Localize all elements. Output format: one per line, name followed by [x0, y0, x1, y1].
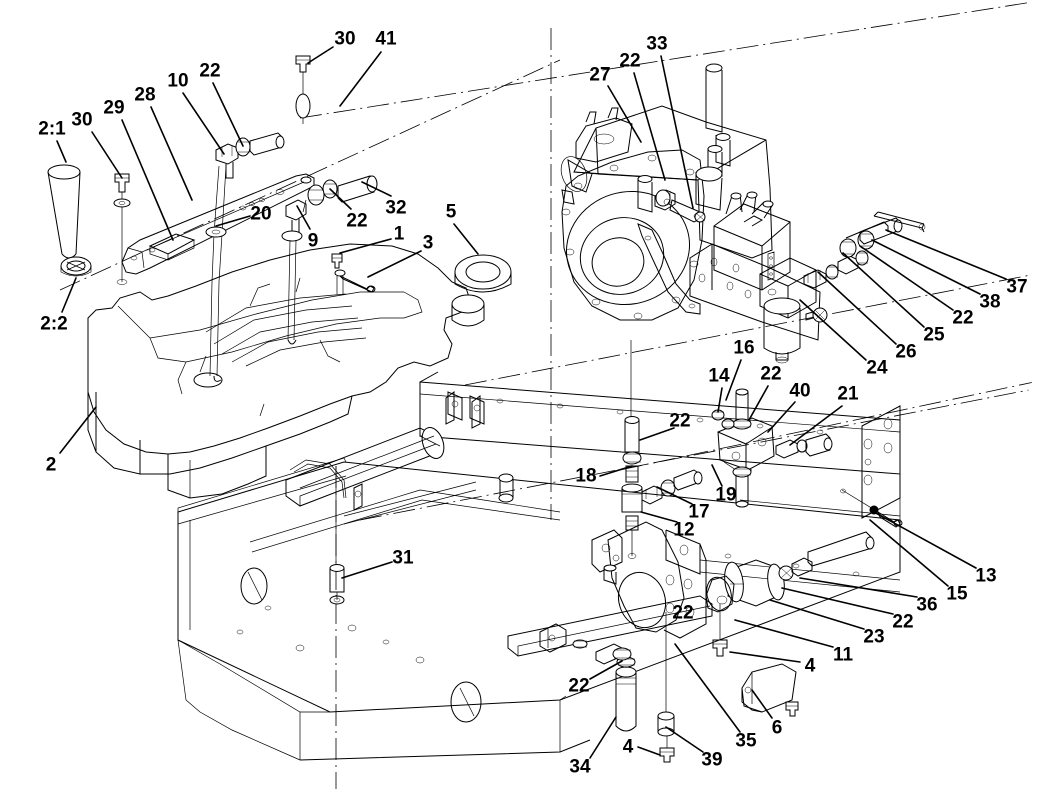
callout-number-37[interactable]: 37	[1006, 276, 1028, 298]
callout-number-20[interactable]: 20	[250, 203, 272, 225]
callout-number-30[interactable]: 30	[71, 109, 93, 131]
fuel-tank-assembly	[87, 243, 512, 499]
fitting-column-12-17-18	[621, 340, 703, 559]
callout-number-26[interactable]: 26	[895, 341, 917, 363]
tank-cap-and-tube	[47, 164, 92, 277]
callout-number-3[interactable]: 3	[422, 232, 434, 254]
callout-number-28[interactable]: 28	[134, 84, 156, 106]
callout-number-30[interactable]: 30	[334, 28, 356, 50]
callout-number-24[interactable]: 24	[866, 357, 888, 379]
callout-number-40[interactable]: 40	[789, 380, 811, 402]
callout-number-33[interactable]: 33	[646, 33, 668, 55]
callout-number-12[interactable]: 12	[673, 519, 695, 541]
guard-plate-6	[741, 663, 799, 717]
callout-number-5[interactable]: 5	[445, 201, 457, 223]
callout-number-22[interactable]: 22	[669, 410, 691, 432]
callout-number-2-1[interactable]: 2:1	[38, 118, 66, 140]
callout-number-22[interactable]: 22	[619, 50, 641, 72]
callout-number-21[interactable]: 21	[837, 383, 859, 405]
callout-number-6[interactable]: 6	[771, 717, 783, 739]
callout-number-16[interactable]: 16	[733, 337, 755, 359]
callout-number-35[interactable]: 35	[735, 730, 757, 752]
callout-number-22[interactable]: 22	[892, 611, 914, 633]
callout-number-22[interactable]: 22	[760, 363, 782, 385]
callout-number-36[interactable]: 36	[916, 594, 938, 616]
callout-number-34[interactable]: 34	[569, 756, 591, 778]
link-rod-3	[331, 253, 376, 294]
callout-number-23[interactable]: 23	[863, 626, 885, 648]
callout-number-22[interactable]: 22	[199, 60, 221, 82]
callout-number-10[interactable]: 10	[167, 70, 189, 92]
callout-number-11[interactable]: 11	[832, 644, 854, 666]
callout-number-1[interactable]: 1	[393, 223, 405, 245]
callout-number-31[interactable]: 31	[392, 547, 414, 569]
callout-number-32[interactable]: 32	[385, 197, 407, 219]
callout-number-22[interactable]: 22	[952, 307, 974, 329]
callout-number-38[interactable]: 38	[979, 291, 1001, 313]
callout-number-13[interactable]: 13	[975, 565, 997, 587]
callout-number-2-2[interactable]: 2:2	[40, 313, 68, 335]
callout-number-29[interactable]: 29	[103, 97, 125, 119]
callout-number-22[interactable]: 22	[346, 210, 368, 232]
callout-number-25[interactable]: 25	[923, 324, 945, 346]
lower-frame-tube-fittings	[507, 595, 713, 661]
callout-number-41[interactable]: 41	[375, 28, 397, 50]
callout-number-22[interactable]: 22	[568, 675, 590, 697]
callout-number-4[interactable]: 4	[622, 736, 634, 758]
dipstick-rod-29	[205, 165, 227, 382]
callout-number-4[interactable]: 4	[804, 655, 816, 677]
callout-number-2[interactable]: 2	[45, 454, 57, 476]
misc-fasteners	[498, 473, 514, 503]
callout-number-18[interactable]: 18	[575, 465, 597, 487]
callout-number-19[interactable]: 19	[715, 484, 737, 506]
callout-number-22[interactable]: 22	[672, 602, 694, 624]
callout-number-9[interactable]: 9	[307, 230, 319, 252]
callout-number-15[interactable]: 15	[946, 583, 968, 605]
callout-number-27[interactable]: 27	[589, 64, 611, 86]
callout-number-17[interactable]: 17	[688, 501, 710, 523]
bushing-31	[329, 466, 345, 605]
callout-number-14[interactable]: 14	[708, 365, 730, 387]
callout-number-39[interactable]: 39	[701, 749, 723, 771]
